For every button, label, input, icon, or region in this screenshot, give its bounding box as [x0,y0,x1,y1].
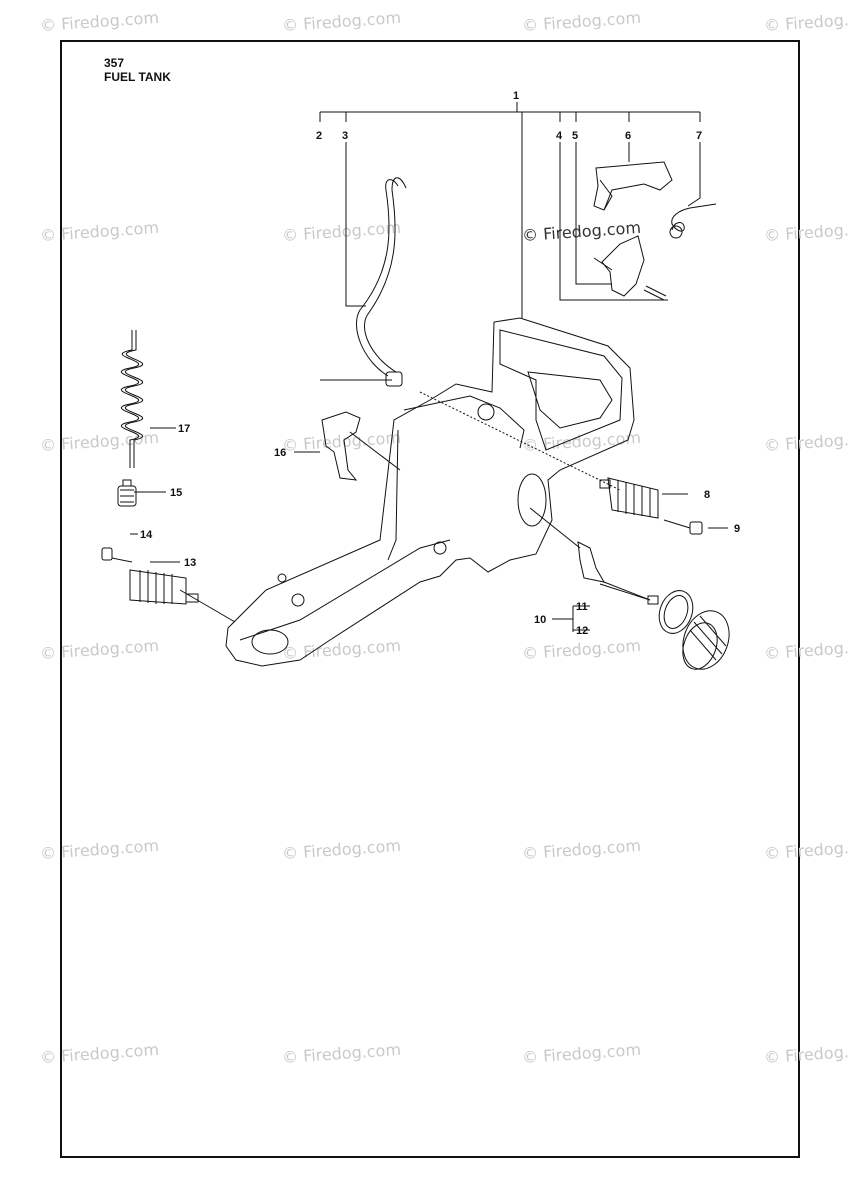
label-15: 15 [170,487,182,499]
filter-part-15 [117,479,137,507]
diagram-frame [60,40,800,1158]
model-number: 357 [104,56,125,70]
label-1: 1 [513,90,519,102]
label-12: 12 [576,625,588,637]
label-4: 4 [556,130,563,142]
label-13: 13 [184,557,196,569]
spring-part-7 [669,203,717,239]
label-9: 9 [734,523,740,535]
label-11: 11 [576,601,588,613]
damper-spring-13 [101,547,199,605]
coil-part-17 [121,330,143,468]
label-17: 17 [178,423,190,435]
label-14: 14 [140,529,153,541]
leader-lines [130,102,728,632]
fuel-hose [356,177,407,387]
part-labels: 1 2 3 4 5 6 7 8 9 10 11 12 13 14 15 16 1… [140,90,740,637]
label-7: 7 [696,130,702,142]
label-16: 16 [274,447,286,459]
label-8: 8 [704,489,710,501]
damper-spring-8 [599,477,703,535]
fuel-tank-body [225,317,635,667]
bracket-part-16 [321,411,401,481]
trigger-parts [593,161,673,301]
label-10: 10 [534,614,546,626]
label-6: 6 [625,130,631,142]
label-2: 2 [316,130,322,142]
fuel-pickup [577,541,659,605]
label-5: 5 [572,130,578,142]
page-title: FUEL TANK [104,70,171,84]
label-3: 3 [342,130,348,142]
fuel-cap [658,590,730,670]
